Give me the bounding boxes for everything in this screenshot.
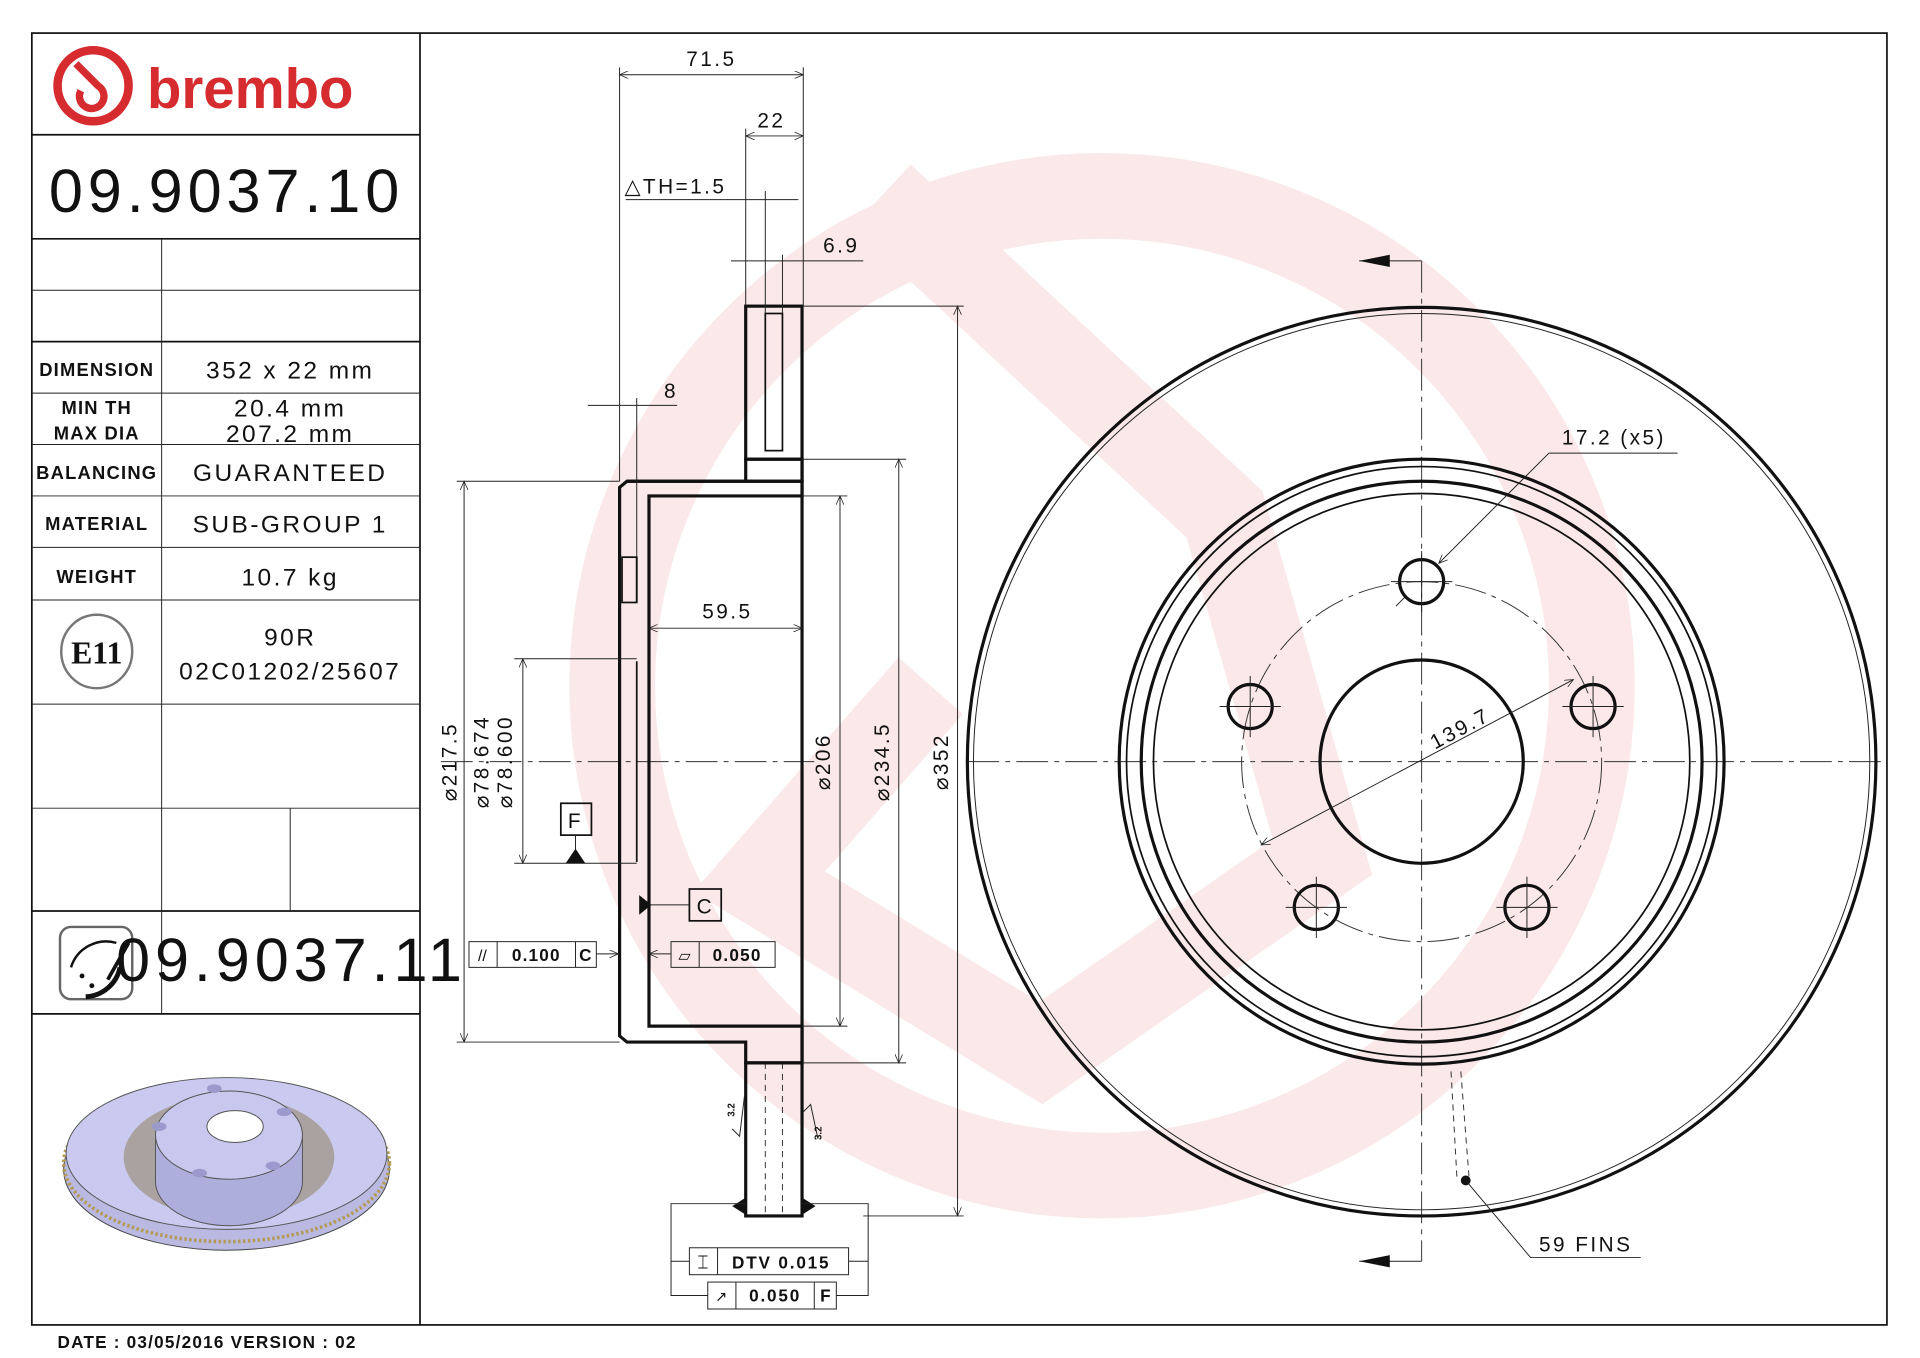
svg-text:▱: ▱ — [678, 948, 691, 965]
dim-d352: ⌀352 — [930, 733, 953, 790]
dim-hat-depth: 59.5 — [702, 600, 752, 623]
spec-value-dimension: 352 x 22 mm — [206, 357, 374, 384]
roughness-symbols: 3.2 3.2 — [727, 1095, 825, 1140]
dim-vane-offset: 6.9 — [823, 234, 859, 257]
dim-d206: ⌀206 — [812, 733, 835, 790]
sheet-border — [30, 32, 1888, 1326]
dim-d234: ⌀234.5 — [871, 722, 894, 801]
bolt-hole-label: 17.2 (x5) — [1562, 427, 1666, 450]
svg-text:E11: E11 — [71, 636, 122, 671]
brembo-logo: brembo — [53, 45, 354, 126]
dim-d78674: ⌀78.674 — [471, 715, 494, 808]
parallelism-frame: // 0.100 C — [468, 941, 618, 968]
dim-overall-width: 71.5 — [686, 48, 736, 71]
spec-label-dimension: DIMENSION — [39, 359, 154, 380]
svg-text:0.100: 0.100 — [512, 945, 561, 965]
dim-hat-wall: 8 — [664, 380, 678, 403]
dim-thickness: 22 — [757, 109, 785, 132]
spec-label-weight: WEIGHT — [56, 566, 137, 587]
approval-line1: 90R — [264, 624, 316, 651]
svg-text:↗: ↗ — [715, 1290, 727, 1306]
logo-text: brembo — [147, 57, 354, 120]
e11-approval-mark: E11 — [60, 613, 134, 690]
svg-text:C: C — [579, 945, 591, 965]
svg-text:⌶: ⌶ — [697, 1252, 708, 1273]
spec-label-material: MATERIAL — [45, 513, 148, 534]
svg-text:3.2: 3.2 — [814, 1126, 825, 1140]
spec-value-material: SUB-GROUP 1 — [193, 512, 388, 539]
dim-delta-th: △TH=1.5 — [624, 175, 726, 198]
svg-text://: // — [478, 948, 487, 965]
svg-text:0.050: 0.050 — [713, 945, 762, 965]
spec-value-max-dia: 207.2 mm — [226, 421, 354, 448]
section-view: 71.5 22 △TH=1.5 6.9 8 59.5 ⌀217.5 ⌀78.67… — [439, 48, 964, 1310]
svg-text:C: C — [697, 895, 714, 918]
svg-text:F: F — [568, 810, 583, 833]
date-version: DATE : 03/05/2016 VERSION : 02 — [58, 1332, 357, 1352]
disc-kit-icon — [58, 925, 134, 1001]
spec-value-min-th: 20.4 mm — [234, 395, 346, 422]
dim-d78600: ⌀78.600 — [494, 715, 517, 808]
pcd-label: 139.7 — [1426, 704, 1494, 754]
svg-text:0.050: 0.050 — [749, 1286, 801, 1306]
fins-label: 59 FINS — [1539, 1233, 1632, 1256]
part-number: 09.9037.10 — [49, 157, 404, 225]
outer-diameter-circle — [965, 305, 1878, 1218]
spec-value-weight: 10.7 kg — [241, 564, 338, 591]
alt-part-number: 09.9037.11 — [116, 926, 467, 994]
spec-label-max-dia: MAX DIA — [54, 423, 140, 444]
datum-f: F — [559, 802, 593, 864]
spec-label-min-th: MIN TH — [61, 397, 132, 418]
front-view: 17.2 (x5) 139.7 59 FINS — [965, 254, 1886, 1268]
svg-text:3.2: 3.2 — [727, 1103, 738, 1117]
svg-text:F: F — [820, 1286, 830, 1306]
title-block: brembo 09.9037.10 DIMENSION 352 x 22 mm … — [31, 45, 467, 1251]
disc-3d-render — [61, 1077, 392, 1251]
spec-label-balancing: BALANCING — [36, 462, 157, 483]
spec-value-balancing: GUARANTEED — [193, 460, 387, 487]
dtv-runout-frames: ⌶ DTV 0.015 ↗ 0.050 F — [670, 1197, 869, 1310]
flatness-frame: ▱ 0.050 — [649, 941, 776, 968]
approval-line2: 02C01202/25607 — [179, 659, 401, 686]
svg-text:DTV 0.015: DTV 0.015 — [732, 1253, 830, 1273]
dim-d217: ⌀217.5 — [439, 722, 462, 801]
datum-c: C — [639, 888, 723, 922]
